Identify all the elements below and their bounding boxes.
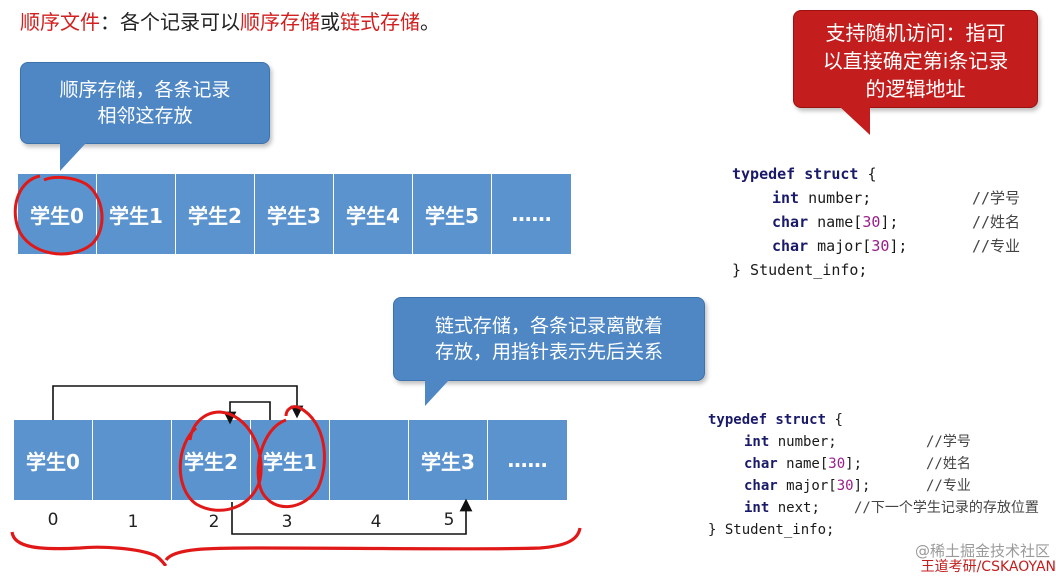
seq-cell: 学生1 bbox=[97, 174, 176, 254]
callout-linked: 链式存储，各条记录离散着 存放，用指针表示先后关系 bbox=[393, 297, 705, 381]
callout-sequential: 顺序存储，各条记录 相邻这存放 bbox=[20, 62, 270, 144]
index-label: 3 bbox=[281, 512, 293, 532]
seq-cell: 学生5 bbox=[413, 174, 492, 254]
watermark-brand: 王道考研/CSKAOYAN bbox=[920, 559, 1056, 575]
callout-random-line2: 以直接确定第i条记录 bbox=[822, 49, 1009, 73]
callout-sequential-tail bbox=[60, 143, 86, 171]
code2-line5: int next;//下一个学生记录的存放位置 bbox=[744, 500, 1039, 516]
linked-cell: 学生2 bbox=[172, 420, 251, 500]
linked-cell bbox=[330, 420, 409, 500]
callout-random-access: 支持随机访问：指可 以直接确定第i条记录 的逻辑地址 bbox=[793, 10, 1038, 108]
code-struct-sequential: typedef struct { int number;//学号 char name… bbox=[732, 138, 1021, 306]
seq-cell: 学生3 bbox=[255, 174, 334, 254]
code1-line4: char major[30];//专业 bbox=[772, 237, 1021, 255]
callout-sequential-line2: 相邻这存放 bbox=[97, 105, 193, 127]
code1-line5: } Student_info; bbox=[732, 261, 868, 279]
linked-cell: 学生0 bbox=[14, 420, 93, 500]
linked-storage-row: 学生0 学生2 学生1 学生3 …… bbox=[14, 420, 567, 500]
index-label: 2 bbox=[208, 512, 220, 532]
code2-line6: } Student_info; bbox=[708, 522, 835, 538]
linked-cell: 学生1 bbox=[251, 420, 330, 500]
pointer-arrow bbox=[52, 385, 304, 420]
pointer-arrow bbox=[223, 401, 271, 425]
seq-cell: 学生2 bbox=[176, 174, 255, 254]
code2-line3: char name[30];//姓名 bbox=[744, 456, 971, 472]
linked-cell bbox=[93, 420, 172, 500]
code2-line2: int number;//学号 bbox=[744, 434, 971, 450]
pointer-arrow bbox=[231, 498, 473, 535]
callout-random-tail bbox=[840, 107, 870, 135]
code2-line1: typedef struct { bbox=[708, 412, 843, 428]
index-label: 0 bbox=[47, 510, 59, 530]
callout-sequential-line1: 顺序存储，各条记录 bbox=[59, 79, 231, 101]
title-sequential: 顺序存储 bbox=[240, 10, 320, 34]
callout-linked-tail bbox=[425, 380, 449, 406]
code1-line2: int number;//学号 bbox=[772, 189, 1021, 207]
ink-circle bbox=[256, 405, 326, 508]
ink-circle bbox=[13, 174, 104, 256]
index-label: 4 bbox=[370, 512, 382, 532]
code1-line1: typedef struct { bbox=[732, 165, 877, 183]
seq-cell: 学生4 bbox=[334, 174, 413, 254]
linked-cell: …… bbox=[488, 420, 567, 500]
seq-cell: 学生0 bbox=[18, 174, 97, 254]
watermark: @稀土掘金技术社区 bbox=[914, 542, 1050, 560]
callout-linked-line1: 链式存储，各条记录离散着 bbox=[434, 315, 663, 337]
ink-circle bbox=[178, 410, 263, 512]
title-linked: 链式存储 bbox=[340, 10, 420, 34]
title-term: 顺序文件 bbox=[20, 10, 100, 34]
seq-cell: …… bbox=[492, 174, 571, 254]
index-label: 1 bbox=[127, 512, 139, 532]
title-text: ：各个记录可以 bbox=[100, 10, 240, 34]
callout-random-line3: 的逻辑地址 bbox=[865, 77, 966, 101]
callout-random-line1: 支持随机访问：指可 bbox=[825, 21, 1006, 45]
code-struct-linked: typedef struct { int number;//学号 char name… bbox=[708, 387, 1039, 563]
title-or: 或 bbox=[320, 10, 340, 34]
page-title: 顺序文件：各个记录可以顺序存储或链式存储。 bbox=[20, 6, 440, 35]
code1-line3: char name[30];//姓名 bbox=[772, 213, 1021, 231]
linked-cell: 学生3 bbox=[409, 420, 488, 500]
sequential-storage-row: 学生0 学生1 学生2 学生3 学生4 学生5 …… bbox=[18, 174, 571, 254]
callout-linked-line2: 存放，用指针表示先后关系 bbox=[434, 341, 663, 363]
title-period: 。 bbox=[420, 10, 440, 34]
index-label: 5 bbox=[443, 510, 455, 530]
code2-line4: char major[30];//专业 bbox=[744, 478, 971, 494]
ink-brace bbox=[10, 527, 582, 566]
